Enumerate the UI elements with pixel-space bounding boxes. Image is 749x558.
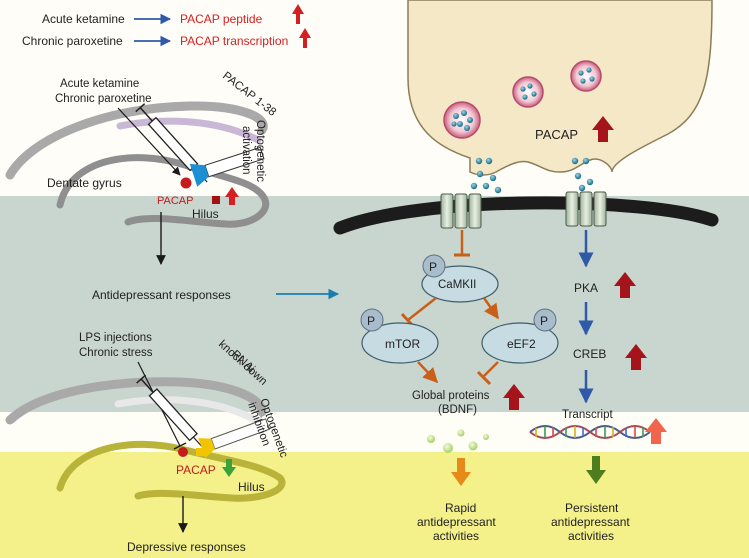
mtor-phospho-icon — [360, 308, 384, 332]
middle-gray-band — [0, 196, 749, 412]
vesicle-3 — [570, 60, 602, 92]
vesicle-1 — [443, 101, 481, 139]
lower-brain-outline — [5, 377, 267, 425]
vesicle-2 — [512, 76, 544, 108]
dna-helix-icon — [529, 425, 651, 439]
upper-pacap-cell-icon — [180, 177, 192, 189]
eef2-inhibits-proteins — [483, 361, 499, 377]
depressive-label: Depressive responses — [127, 540, 246, 554]
rapid-label-1: Rapid — [445, 501, 476, 515]
camkii-label: CaMKII — [438, 279, 476, 291]
upper-hilus-label: Hilus — [192, 207, 219, 221]
postsynaptic-membrane — [333, 196, 719, 235]
legend-increase-icon-2 — [299, 28, 311, 48]
bottom-yellow-band — [0, 452, 749, 558]
stress-inhibition-bar — [173, 442, 187, 450]
legend-effect-2: PACAP transcription — [180, 34, 288, 48]
lower-hilus-label: Hilus — [238, 480, 265, 494]
mtor-label: mTOR — [385, 337, 420, 351]
outputs: Rapid antidepressant activities Persiste… — [417, 456, 630, 543]
legend-increase-icon-1 — [292, 4, 304, 24]
legend-effect-1: PACAP peptide — [180, 12, 263, 26]
treatment-arrow — [117, 107, 181, 176]
optic-fiber-icon-lower — [198, 418, 271, 458]
mtor-node — [361, 322, 439, 364]
persistent-label-2: antidepressant — [551, 515, 630, 529]
camkii-activates-eef2 — [482, 297, 500, 320]
released-peptides — [470, 157, 594, 194]
persistent-arrow-shaft — [592, 456, 600, 472]
persistent-label-3: activities — [568, 529, 614, 543]
protein-droplets — [427, 429, 489, 453]
mtor-to-proteins — [417, 361, 439, 384]
proteins-label-2: (BDNF) — [438, 404, 477, 416]
antidepressant-label: Antidepressant responses — [92, 288, 231, 302]
vesicle-pacap-label: PACAP — [535, 127, 578, 142]
rapid-arrow-icon — [451, 472, 471, 486]
pka-label: PKA — [574, 281, 598, 295]
lower-pacap-cell-icon — [178, 447, 188, 457]
camkii-phospho-icon — [422, 254, 446, 278]
region-label: Dentate gyrus — [47, 176, 122, 190]
upper-treatment-2: Chronic paroxetine — [55, 93, 152, 105]
eef2-phospho-icon — [533, 308, 557, 332]
proteins-label-1: Global proteins — [412, 390, 490, 402]
persistent-arrow-icon — [586, 470, 606, 484]
camkii-phospho-label: P — [429, 260, 437, 274]
presynaptic-terminal — [407, 0, 713, 176]
proteins-increase-icon — [503, 384, 525, 410]
upper-opto-1: Optogenetic — [254, 120, 266, 182]
pka-increase-icon — [614, 272, 636, 298]
upper-ca-region — [116, 117, 262, 144]
lower-pacap-decrease-icon — [222, 459, 236, 477]
synapse: PACAP — [333, 0, 719, 235]
signaling-pathway: P CaMKII P mTOR P eEF2 Global proteins (… — [360, 230, 667, 453]
upper-pacap-label: PACAP — [157, 195, 193, 207]
lower-pacap-label: PACAP — [176, 463, 216, 477]
upper-pacap-marker-icon — [212, 196, 220, 204]
stress-label-2: Chronic stress — [79, 347, 153, 359]
legend-drug-1: Acute ketamine — [42, 12, 125, 26]
rapid-label-2: antidepressant — [417, 515, 496, 529]
eef2-phospho-label: P — [540, 314, 548, 328]
camkii-inhibits-mtor — [407, 297, 437, 321]
vesicle-increase-icon — [592, 116, 614, 142]
lower-ca-region — [114, 396, 259, 424]
creb-increase-icon — [625, 344, 647, 370]
upper-brain-outline — [5, 101, 268, 180]
lower-dentate-outline — [56, 440, 286, 502]
receptor-right — [565, 191, 607, 227]
stress-label-1: LPS injections — [79, 332, 152, 344]
creb-label: CREB — [573, 347, 606, 361]
transcript-increase-icon — [645, 418, 667, 444]
legend: Acute ketamine PACAP peptide Chronic par… — [22, 4, 311, 48]
transcript-label: Transcript — [562, 409, 613, 421]
upper-pacap-increase-icon — [225, 187, 239, 205]
lower-pacap-marker-icon — [196, 448, 208, 456]
legend-drug-2: Chronic paroxetine — [22, 34, 123, 48]
upper-treatment-1: Acute ketamine — [60, 78, 139, 90]
rapid-arrow-shaft — [457, 458, 465, 474]
eef2-node — [481, 322, 559, 364]
eef2-label: eEF2 — [507, 337, 536, 351]
upper-opto-2: activation — [240, 126, 252, 175]
mtor-phospho-label: P — [367, 314, 375, 328]
receptor-left — [440, 193, 482, 229]
upper-dentate-outline — [56, 154, 270, 228]
optic-fiber-icon — [189, 146, 265, 187]
persistent-label-1: Persistent — [565, 501, 619, 515]
rapid-label-3: activities — [433, 529, 479, 543]
syringe-icon-lower — [136, 374, 206, 451]
